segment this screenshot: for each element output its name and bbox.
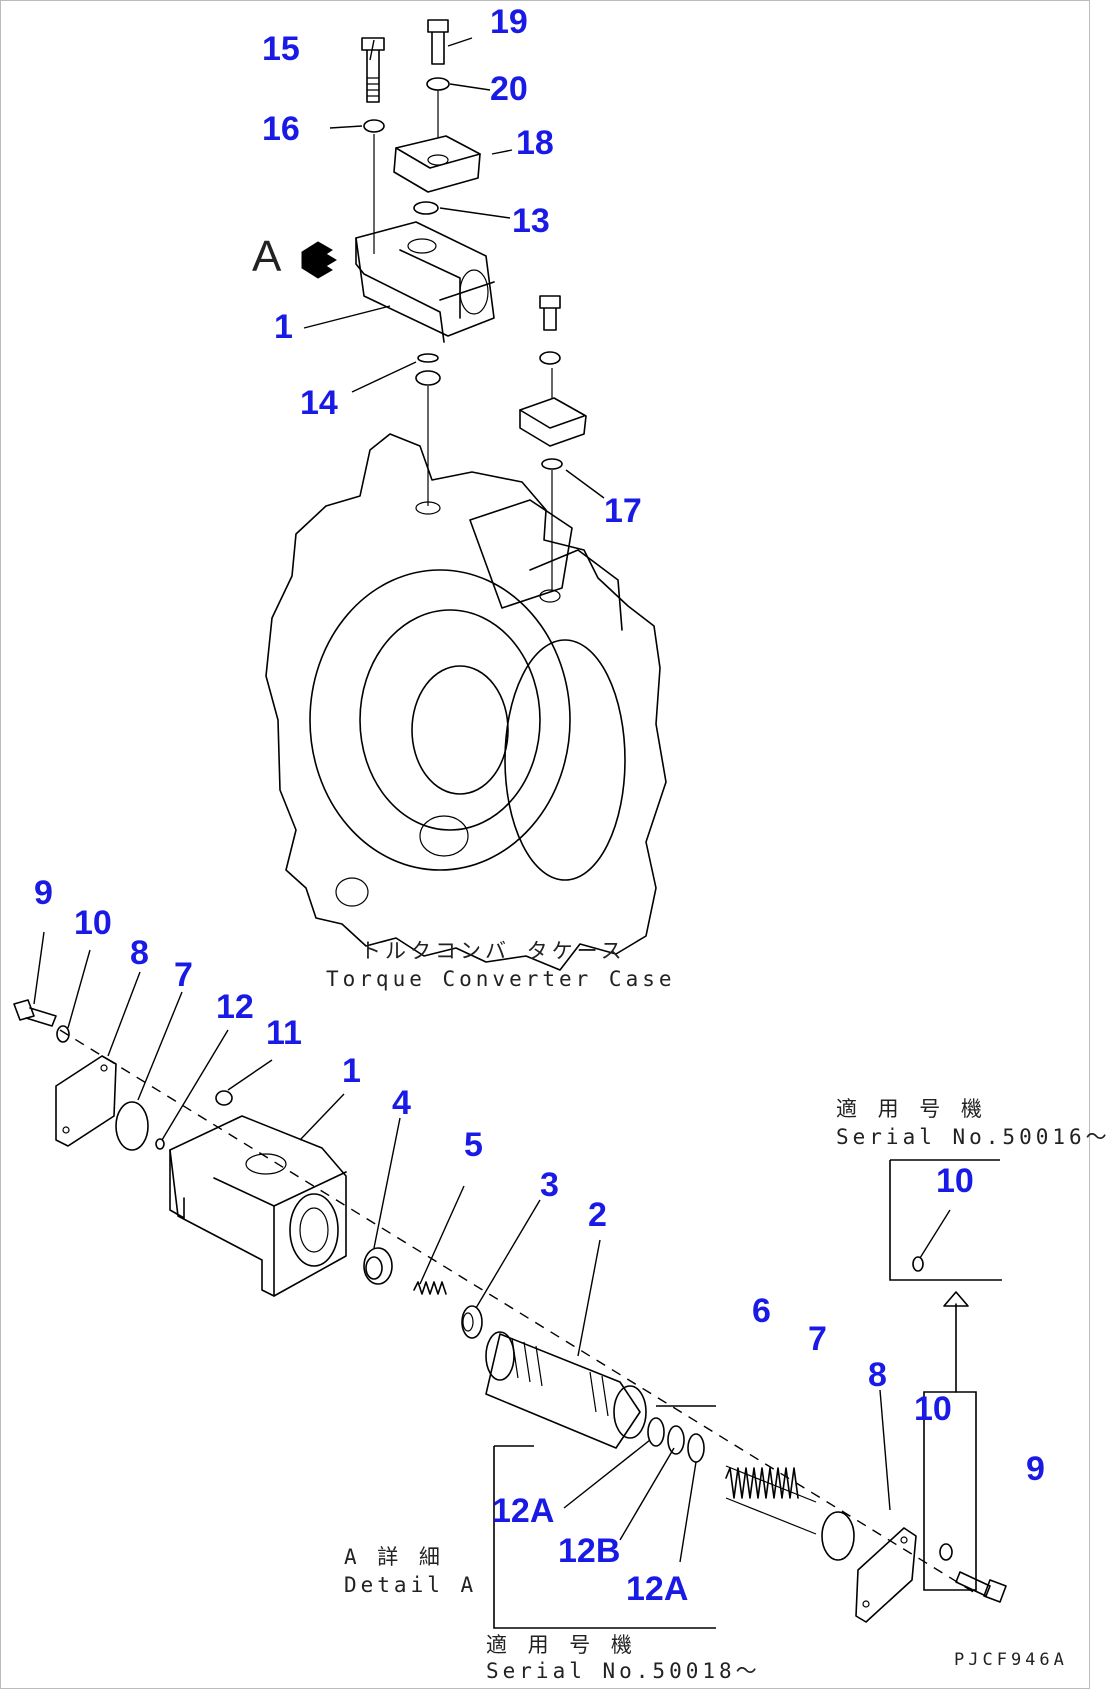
callout-12: 12 — [216, 988, 254, 1026]
washer-20-icon — [426, 77, 450, 91]
valve-body-top-icon — [355, 221, 495, 343]
callout-3: 3 — [540, 1166, 559, 1204]
up-arrow-icon — [943, 1291, 969, 1393]
callout-10-box: 10 — [936, 1162, 974, 1200]
callout-10-right: 10 — [914, 1390, 952, 1428]
view-marker-a: A — [252, 232, 282, 281]
serial-top-en: Serial No.50016～ — [836, 1125, 1111, 1149]
ring-3-icon — [461, 1305, 483, 1339]
spring-5-icon — [413, 1281, 447, 1295]
o-ring-17-icon — [541, 458, 563, 470]
callout-16: 16 — [262, 110, 300, 148]
gasket-7-right-icon — [821, 1511, 855, 1561]
callout-17: 17 — [604, 492, 642, 530]
case-label-jp: トルクコンバ タケース — [360, 939, 626, 963]
cover-plate-18-icon — [393, 135, 481, 193]
callout-12a-1: 12A — [492, 1492, 555, 1530]
washer-10-right-icon — [939, 1543, 953, 1561]
serial-top-jp: 適 用 号 機 — [836, 1097, 986, 1121]
serial-bottom-jp: 適 用 号 機 — [486, 1633, 636, 1657]
callout-8-right: 8 — [868, 1356, 887, 1394]
callout-10-left: 10 — [74, 904, 112, 942]
torque-converter-case-icon — [265, 433, 667, 971]
callout-1-top: 1 — [274, 308, 293, 346]
serial-bottom-en: Serial No.50018～ — [486, 1659, 761, 1683]
callout-18: 18 — [516, 124, 554, 162]
callout-12b: 12B — [558, 1532, 621, 1570]
callout-7-right: 7 — [808, 1320, 827, 1358]
callout-5: 5 — [464, 1126, 483, 1164]
view-arrow-icon — [301, 241, 337, 279]
spring-6-icon — [725, 1465, 817, 1535]
serial-box-top — [889, 1159, 1002, 1281]
callout-20: 20 — [490, 70, 528, 108]
detail-jp: A 詳 細 — [344, 1545, 444, 1569]
callout-13: 13 — [512, 202, 550, 240]
bolt-9-right-icon — [955, 1571, 1007, 1603]
callout-4: 4 — [392, 1084, 411, 1122]
ring-12b-icon — [667, 1425, 685, 1455]
spool-2-icon — [485, 1331, 647, 1449]
callout-1-lower: 1 — [342, 1052, 361, 1090]
ring-12a-2-icon — [687, 1433, 705, 1463]
callout-15: 15 — [262, 30, 300, 68]
callout-14: 14 — [300, 384, 338, 422]
bolt-19-icon — [427, 19, 449, 65]
cover-plate-17-icon — [519, 397, 587, 447]
callout-19: 19 — [490, 3, 528, 41]
washer-16-icon — [363, 119, 385, 133]
case-label-en: Torque Converter Case — [326, 967, 676, 991]
washer-14-icon — [415, 370, 441, 386]
detail-en: Detail A — [344, 1573, 478, 1597]
washer-10-box-icon — [912, 1256, 924, 1272]
piston-4-icon — [363, 1247, 393, 1285]
o-ring-14-icon — [417, 353, 439, 363]
callout-6: 6 — [752, 1292, 771, 1330]
gasket-7-left-icon — [115, 1101, 149, 1151]
callout-8-left: 8 — [130, 934, 149, 972]
detail-box-bottom — [493, 1405, 716, 1629]
o-ring-12-icon — [155, 1138, 165, 1150]
washer-10-left-icon — [56, 1025, 70, 1043]
drawing-code: PJCF946A — [954, 1650, 1068, 1670]
cover-8-right-icon — [855, 1527, 917, 1623]
callout-2: 2 — [588, 1196, 607, 1234]
plug-11-icon — [215, 1090, 233, 1106]
callout-12a-2: 12A — [626, 1570, 689, 1608]
callout-9-right: 9 — [1026, 1450, 1045, 1488]
callout-7-left: 7 — [174, 956, 193, 994]
o-ring-13-icon — [413, 201, 439, 215]
serial-box-right — [923, 1391, 977, 1591]
valve-body-lower-icon — [169, 1115, 347, 1297]
bolt-right-icon — [539, 295, 561, 365]
cover-8-left-icon — [55, 1055, 117, 1147]
ring-12a-1-icon — [647, 1417, 665, 1447]
callout-11: 11 — [266, 1014, 302, 1052]
bolt-9-left-icon — [13, 999, 57, 1027]
callout-9-left: 9 — [34, 874, 53, 912]
bolt-15-icon — [361, 37, 385, 103]
